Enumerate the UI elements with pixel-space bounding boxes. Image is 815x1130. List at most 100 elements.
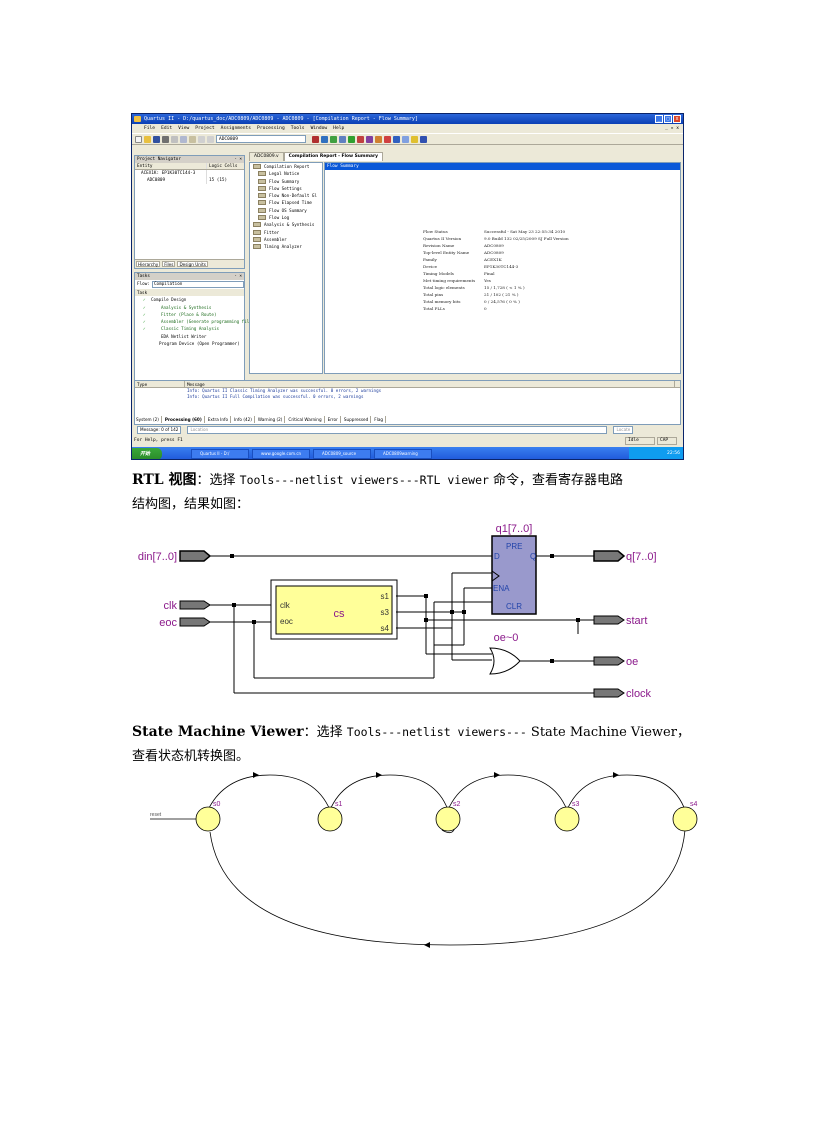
tree-item[interactable]: Compilation Report [250, 163, 322, 170]
message-line[interactable]: Info: Quartus II Classic Timing Analyzer… [187, 388, 382, 393]
tab-hierarchy[interactable]: Hierarchy [136, 261, 161, 267]
task-item[interactable]: ✓Analysis & Synthesis [135, 304, 244, 311]
table-row[interactable]: ADC0809 15 (15) [135, 177, 244, 184]
message-line[interactable]: Info: Quartus II Full Compilation was su… [187, 394, 364, 399]
task-item[interactable]: ✓Fitter (Place & Route) [135, 311, 244, 318]
undo-icon[interactable] [198, 135, 205, 143]
menu-file[interactable]: File [144, 126, 156, 131]
tree-item[interactable]: Timing Analyzer [250, 243, 322, 250]
tab-files[interactable]: Files [162, 261, 176, 267]
redo-icon[interactable] [207, 135, 214, 143]
compile-icon[interactable] [366, 135, 373, 143]
menu-project[interactable]: Project [195, 126, 215, 131]
table-row[interactable]: ACEX1K: EP1K30TC144-3 [135, 170, 244, 177]
locate-button[interactable]: Locate [613, 426, 634, 434]
tree-item[interactable]: Fitter [250, 229, 322, 236]
stop-icon[interactable] [357, 135, 364, 143]
panel-close-icon[interactable]: - × [234, 157, 242, 162]
summary-value: ADC0809 [484, 250, 504, 255]
help-icon[interactable] [420, 135, 427, 143]
tree-item[interactable]: Flow Settings [250, 185, 322, 192]
summary-key: Device [423, 264, 438, 269]
task-item[interactable]: EDA Netlist Writer [135, 333, 244, 340]
cs-in-eoc: eoc [280, 617, 293, 626]
flow-select[interactable]: Compilation [151, 281, 244, 288]
paste-icon[interactable] [189, 135, 196, 143]
report-node-icon [258, 185, 266, 191]
message-tab[interactable]: System (2) [134, 416, 162, 423]
col-message[interactable]: Message [185, 381, 675, 387]
menu-view[interactable]: View [178, 126, 190, 131]
analysis-icon[interactable] [348, 135, 355, 143]
sm-heading: State Machine Viewer [132, 724, 304, 740]
timing-icon[interactable] [375, 135, 382, 143]
tree-item[interactable]: Flow Summary [250, 178, 322, 185]
tab-compilation-report[interactable]: Compilation Report - Flow Summary [283, 152, 384, 161]
start-button[interactable]: 开始 [132, 448, 162, 459]
col-logic-cells[interactable]: Logic Cells [209, 164, 238, 169]
tree-item[interactable]: Flow Log [250, 214, 322, 221]
settings-icon[interactable] [312, 135, 319, 143]
new-file-icon[interactable] [135, 135, 142, 143]
chip-icon[interactable] [411, 135, 418, 143]
tree-item[interactable]: Flow Non-Default Gl [250, 192, 322, 199]
save-icon[interactable] [153, 135, 160, 143]
ip-icon[interactable] [402, 135, 409, 143]
tree-item[interactable]: Flow OS Summary [250, 207, 322, 214]
taskbar-item[interactable]: Quartus II - D:/ [191, 449, 249, 459]
assignment-icon[interactable] [330, 135, 337, 143]
programmer-icon[interactable] [393, 135, 400, 143]
message-tab[interactable]: Suppressed [342, 416, 372, 423]
pin-planner-icon[interactable] [321, 135, 328, 143]
message-tab[interactable]: Processing (60) [162, 416, 205, 423]
summary-value: ADC0809 [484, 243, 504, 248]
tree-label: Assembler [264, 236, 287, 242]
menu-edit[interactable]: Edit [161, 126, 173, 131]
message-tab[interactable]: Flag [372, 416, 387, 423]
tree-item[interactable]: Assembler [250, 236, 322, 243]
rtl-command: Tools---netlist viewers---RTL viewer [239, 473, 489, 487]
message-tab[interactable]: Error [326, 416, 341, 423]
close-button[interactable]: x [673, 115, 681, 123]
tab-adc0809-v[interactable]: ADC0809.v [249, 152, 284, 161]
menu-help[interactable]: Help [333, 126, 345, 131]
print-icon[interactable] [162, 135, 169, 143]
port-eoc-label: eoc [159, 617, 177, 629]
mdi-controls[interactable]: _ ▫ x [665, 126, 679, 131]
tree-item[interactable]: Flow Elapsed Time [250, 199, 322, 206]
copy-icon[interactable] [180, 135, 187, 143]
menu-window[interactable]: Window [310, 126, 328, 131]
chip-planner-icon[interactable] [339, 135, 346, 143]
maximize-button[interactable]: □ [664, 115, 672, 123]
location-input[interactable]: Location [187, 426, 608, 434]
menu-assignments[interactable]: Assignments [220, 126, 252, 131]
messages-panel: Type Message Info: Quartus II Classic Ti… [134, 380, 681, 425]
panel-close-icon[interactable]: - × [234, 274, 242, 279]
col-entity[interactable]: Entity [135, 163, 207, 169]
col-type[interactable]: Type [135, 381, 185, 387]
hierarchy-table: Entity Logic Cells ACEX1K: EP1K30TC144-3… [135, 163, 244, 184]
tree-item[interactable]: Analysis & Synthesis [250, 221, 322, 228]
message-tab[interactable]: Extra Info [206, 416, 232, 423]
taskbar-item[interactable]: ADC0809warning [374, 449, 432, 459]
menu-tools[interactable]: Tools [290, 126, 305, 131]
menu-processing[interactable]: Processing [257, 126, 285, 131]
taskbar-item[interactable]: www.google.com.cn [252, 449, 310, 459]
message-tab[interactable]: Warning (2) [256, 416, 286, 423]
task-item[interactable]: ✓Compile Design [135, 296, 244, 303]
rtl-viewer-icon[interactable] [384, 135, 391, 143]
cut-icon[interactable] [171, 135, 178, 143]
check-icon: ✓ [143, 319, 146, 325]
minimize-button[interactable]: _ [655, 115, 663, 123]
message-tab[interactable]: Info (42) [232, 416, 255, 423]
open-folder-icon[interactable] [144, 135, 151, 143]
message-tab[interactable]: Critical Warning [286, 416, 325, 423]
tree-item[interactable]: Legal Notice [250, 170, 322, 177]
task-item[interactable]: ✓Classic Timing Analysis [135, 325, 244, 332]
taskbar-item[interactable]: ADC0809_source [313, 449, 371, 459]
task-item[interactable]: ✓Assembler (Generate programming files) [135, 318, 257, 325]
entity-combo[interactable]: ADC0809 [216, 135, 306, 143]
task-item[interactable]: Program Device (Open Programmer) [135, 340, 244, 347]
tab-design-units[interactable]: Design Units [177, 261, 208, 267]
